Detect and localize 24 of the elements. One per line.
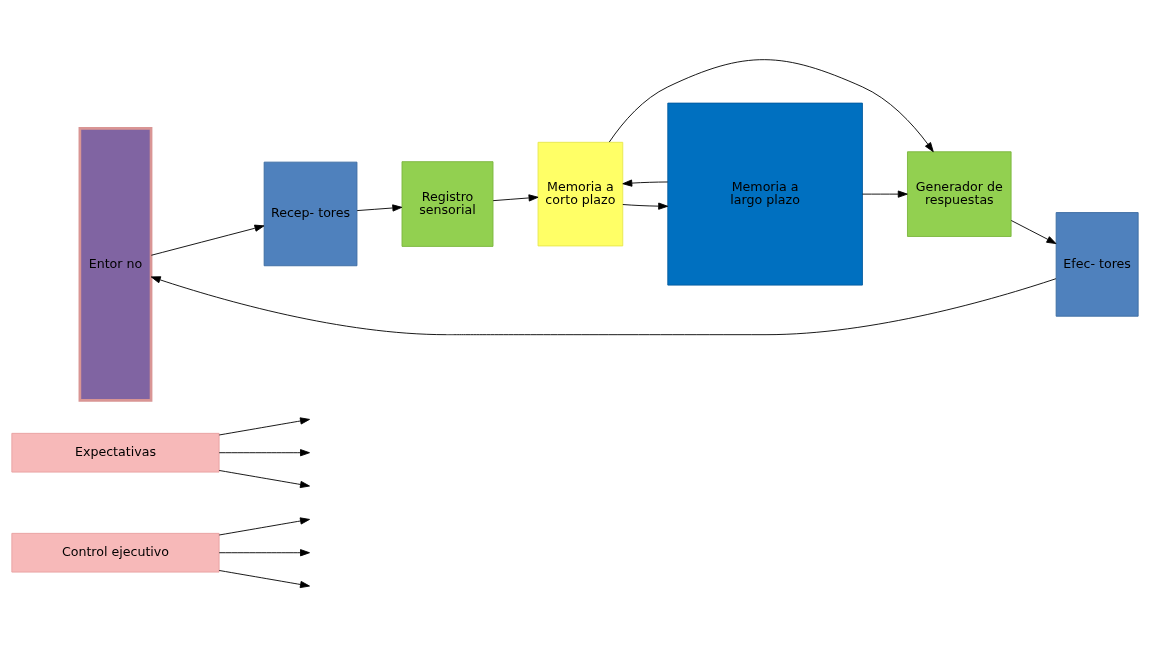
arrow — [622, 179, 669, 187]
node-box: Control ejecutivo — [11, 532, 220, 573]
node-box: Recep- tores — [263, 161, 358, 266]
node-box: Generador de respuestas — [907, 150, 1012, 237]
node-box: Registro sensorial — [401, 160, 494, 247]
node-box: Entor no — [78, 126, 153, 402]
arrow — [862, 190, 908, 198]
arrow — [218, 548, 310, 556]
node-box: Efec- tores — [1055, 211, 1139, 317]
arrow — [622, 202, 669, 210]
node-box: Memoria a corto plazo — [537, 141, 624, 246]
arrow — [218, 448, 310, 456]
arrow — [492, 193, 539, 202]
arrow — [150, 224, 265, 256]
arrow — [218, 516, 310, 535]
node-box: Memoria a largo plazo — [667, 102, 863, 286]
arrow — [608, 58, 934, 152]
arrow — [150, 275, 1057, 335]
arrow — [218, 416, 310, 435]
arrow — [218, 469, 310, 488]
arrow — [1010, 219, 1057, 244]
arrow — [356, 203, 403, 212]
node-box: Expectativas — [11, 432, 220, 473]
arrow — [218, 569, 310, 588]
